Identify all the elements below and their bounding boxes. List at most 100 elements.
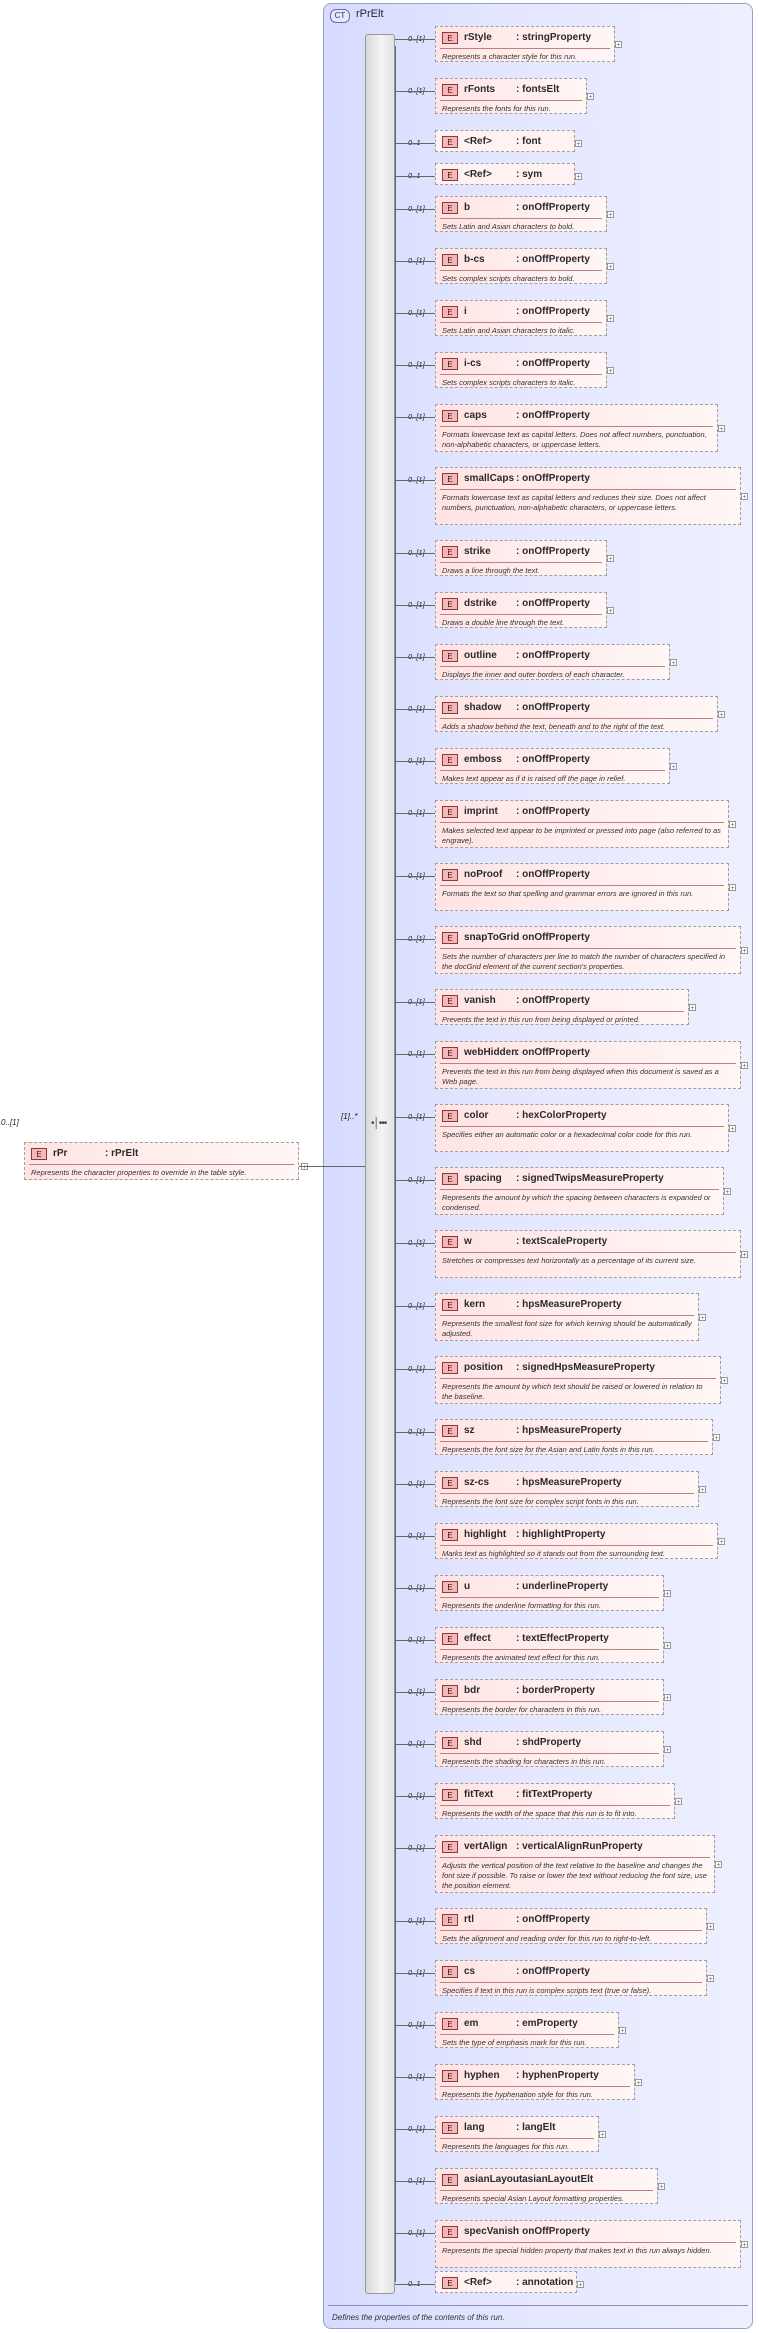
expand-icon[interactable]: + [619,2027,626,2035]
expand-icon[interactable]: + [707,1975,714,1983]
expand-icon[interactable]: + [664,1590,671,1598]
expand-icon[interactable]: + [699,1486,706,1494]
sequence-compositor-icon[interactable]: •│••• [371,1118,387,1129]
element-documentation: Represents the special hidden property t… [442,2246,712,2255]
reference-element-card[interactable]: E<Ref>: font+ [435,130,582,152]
expand-icon[interactable]: + [575,173,582,181]
element-name: shd [464,1737,482,1748]
expand-icon[interactable]: + [729,1125,736,1133]
reference-element-card[interactable]: E<Ref>: sym+ [435,163,582,185]
expand-icon[interactable]: + [718,711,725,719]
expand-icon[interactable]: + [615,41,622,49]
expand-icon[interactable]: + [658,2183,665,2191]
element-occurrence: 0..[1] [408,1687,425,1696]
expand-icon[interactable]: + [599,2131,606,2139]
branch-connector-line [395,2233,435,2234]
expand-icon[interactable]: + [664,1694,671,1702]
expand-icon[interactable]: + [689,1004,696,1012]
expand-icon[interactable]: + [675,1798,682,1806]
reference-element-card[interactable]: E<Ref>: annotation+ [435,2271,584,2293]
element-badge: E [442,2226,458,2238]
expand-icon[interactable]: + [575,140,582,148]
expand-icon[interactable]: + [741,947,748,955]
element-badge: E [442,84,458,96]
element-type: : onOffProperty [516,932,590,943]
expand-icon[interactable]: + [699,1314,706,1322]
element-occurrence: 0..[1] [408,2072,425,2081]
expand-icon[interactable]: + [729,821,736,829]
expand-icon[interactable]: + [607,211,614,219]
expand-icon[interactable]: + [718,425,725,433]
expand-icon[interactable]: + [721,1377,728,1385]
expand-icon[interactable]: + [713,1434,720,1442]
expand-icon[interactable]: + [587,93,594,101]
expand-icon[interactable]: + [718,1538,725,1546]
expand-icon[interactable]: + [607,367,614,375]
element-badge: E [442,1236,458,1248]
expand-icon[interactable]: + [741,1251,748,1259]
element-badge: E [442,2277,458,2289]
expand-icon[interactable]: + [741,493,748,501]
expand-icon[interactable]: + [607,263,614,271]
expand-icon[interactable]: + [715,1861,722,1869]
expand-icon[interactable]: + [741,1062,748,1070]
expand-icon[interactable]: + [741,2241,748,2249]
expand-icon[interactable]: + [707,1923,714,1931]
expand-icon[interactable]: + [635,2079,642,2087]
expand-icon[interactable]: + [607,607,614,615]
expand-icon[interactable]: + [670,763,677,771]
expand-icon[interactable]: + [664,1642,671,1650]
expand-icon[interactable]: + [670,659,677,667]
element-name: color [464,1110,489,1121]
expand-icon[interactable]: + [607,555,614,563]
expand-icon[interactable]: + [729,884,736,892]
expand-icon[interactable]: + [577,2281,584,2289]
element-occurrence: 0..[1] [408,934,425,943]
root-element-card[interactable]: E rPr : rPrElt Represents the character … [24,1142,299,1180]
expand-icon[interactable]: + [607,315,614,323]
expand-icon[interactable]: + [724,1188,731,1196]
expand-icon[interactable]: + [664,1746,671,1754]
element-type: : onOffProperty [516,2226,590,2237]
branch-connector-line [395,1973,435,1974]
